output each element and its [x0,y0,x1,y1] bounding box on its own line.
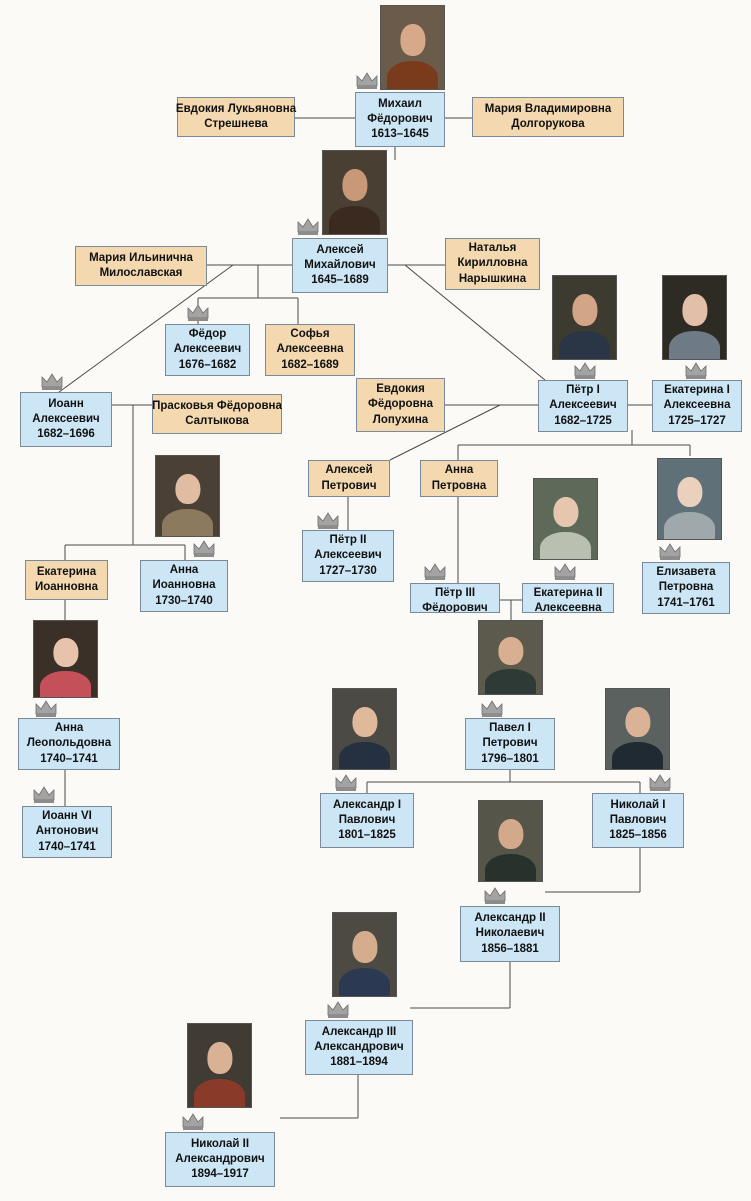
portrait-ekaterina1 [662,275,727,360]
ruler-fyodor: Фёдор Алексеевич 1676–1682 [165,324,250,376]
person-aleksei-petrovich: Алексей Петрович [308,460,390,497]
portrait-peter1 [552,275,617,360]
ruler-alexei: Алексей Михайлович 1645–1689 [292,238,388,293]
ruler-peter3: Пётр III Фёдорович [410,583,500,613]
portrait-ekaterina2 [533,478,598,560]
spouse-naryshkina: Наталья Кирилловна Нарышкина [445,238,540,290]
portrait-elizaveta [657,458,722,540]
ruler-alexander3: Александр III Александрович 1881–1894 [305,1020,413,1075]
ruler-elizaveta: Елизавета Петровна 1741–1761 [642,562,730,614]
ruler-ioann5: Иоанн Алексеевич 1682–1696 [20,392,112,447]
ruler-ekaterina1: Екатерина I Алексеевна 1725–1727 [652,380,742,432]
portrait-nikolai1 [605,688,670,770]
spouse-saltykova: Прасковья Фёдоровна Салтыкова [152,394,282,434]
ruler-sofya: Софья Алексеевна 1682–1689 [265,324,355,376]
ruler-ioann6: Иоанн VI Антонович 1740–1741 [22,806,112,858]
ruler-pavel1: Павел I Петрович 1796–1801 [465,718,555,770]
portrait-alexander1 [332,688,397,770]
portrait-pavel1 [478,620,543,695]
ruler-anna-leopoldovna: Анна Леопольдовна 1740–1741 [18,718,120,770]
ruler-anna-ioannovna: Анна Иоанновна 1730–1740 [140,560,228,612]
ruler-peter2: Пётр II Алексеевич 1727–1730 [302,530,394,582]
spouse-dolgorukova: Мария Владимировна Долгорукова [472,97,624,137]
spouse-miloslavskaya: Мария Ильинична Милославская [75,246,207,286]
portrait-alexei [322,150,387,235]
portrait-alexander3 [332,912,397,997]
person-ekaterina-ioannovna: Екатерина Иоанновна [25,560,108,600]
spouse-streshneva: Евдокия Лукьяновна Стрешнева [176,97,296,137]
portrait-anna-leopoldovna [33,620,98,698]
ruler-ekaterina2: Екатерина II Алексеевна [522,583,614,613]
ruler-alexander1: Александр I Павлович 1801–1825 [320,793,414,848]
ruler-nikolai2: Николай II Александрович 1894–1917 [165,1132,275,1187]
portrait-nikolai2 [187,1023,252,1108]
spouse-lopukhina: Евдокия Фёдоровна Лопухина [356,378,445,432]
portrait-alexander2 [478,800,543,882]
ruler-alexander2: Александр II Николаевич 1856–1881 [460,906,560,962]
portrait-mikhail [380,5,445,90]
portrait-anna-ioannovna [155,455,220,537]
ruler-mikhail: Михаил Фёдорович 1613–1645 [355,92,445,147]
ruler-peter1: Пётр I Алексеевич 1682–1725 [538,380,628,432]
person-anna-petrovna: Анна Петровна [420,460,498,497]
ruler-nikolai1: Николай I Павлович 1825–1856 [592,793,684,848]
